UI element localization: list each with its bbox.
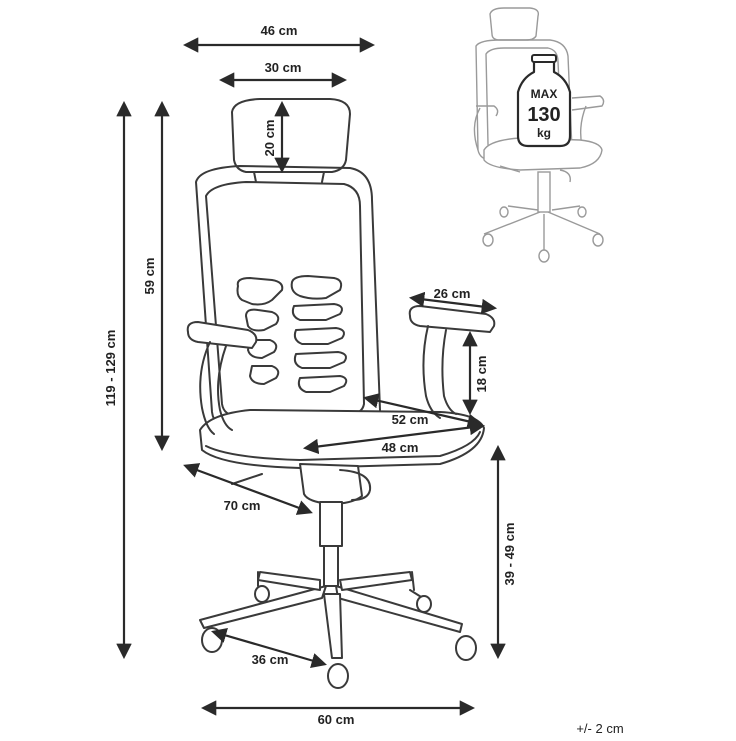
label-armrest-length: 26 cm xyxy=(434,286,471,301)
label-seat-width: 48 cm xyxy=(382,440,419,455)
label-armrest-height: 18 cm xyxy=(474,356,489,393)
gas-lift-cover xyxy=(319,501,343,547)
thumbnail-chair xyxy=(473,7,605,263)
tolerance-note: +/- 2 cm xyxy=(576,721,623,736)
weight-icon-cap xyxy=(531,54,557,63)
label-overall-width: 46 cm xyxy=(261,23,298,38)
star-base xyxy=(199,571,463,659)
weight-badge-value: 130 xyxy=(527,104,560,126)
dimension-labels: 46 cm 30 cm 20 cm 119 - 129 cm 59 cm 26 … xyxy=(103,23,624,736)
backrest-frame xyxy=(195,165,381,429)
seat-mechanism xyxy=(299,463,363,505)
weight-icon xyxy=(516,58,572,148)
dimension-lines xyxy=(116,37,506,716)
label-seat-height: 39 - 49 cm xyxy=(502,523,517,586)
weight-badge-max: MAX xyxy=(531,87,558,101)
right-armrest xyxy=(408,305,496,333)
gas-lift-cylinder xyxy=(323,545,339,587)
backrest-ribs xyxy=(236,275,348,393)
label-seat-depth: 52 cm xyxy=(392,412,429,427)
max-weight-badge: MAX 130 kg xyxy=(516,54,572,148)
label-depth: 70 cm xyxy=(224,498,261,513)
label-backrest-height: 59 cm xyxy=(142,258,157,295)
left-armrest xyxy=(186,321,258,349)
label-headrest-width: 30 cm xyxy=(265,60,302,75)
weight-badge-unit: kg xyxy=(537,126,551,140)
headrest xyxy=(231,98,351,173)
office-chair-illustration xyxy=(186,98,496,689)
label-headrest-height: 20 cm xyxy=(262,120,277,157)
label-leg-length: 36 cm xyxy=(252,652,289,667)
label-total-height: 119 - 129 cm xyxy=(103,330,118,407)
label-base-width: 60 cm xyxy=(318,712,355,727)
